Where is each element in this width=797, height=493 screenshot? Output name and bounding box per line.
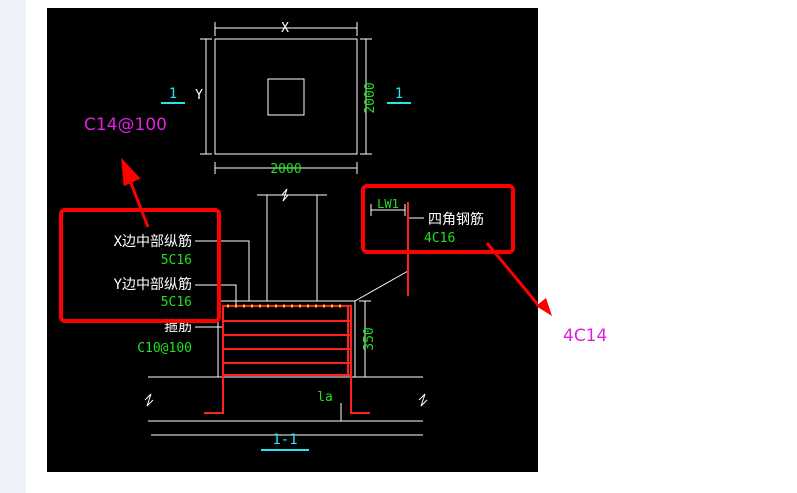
highlight-box-right — [361, 184, 515, 254]
section-view — [144, 188, 428, 436]
footing-outline — [217, 300, 356, 378]
section-title: 1-1 — [272, 432, 297, 448]
plan-y-label: Y — [195, 88, 203, 103]
annotation-arrows — [121, 157, 538, 307]
plan-view — [200, 22, 372, 174]
plan-outline — [214, 38, 358, 155]
y-middle-bars-value: 5C16 — [161, 295, 192, 310]
arrow-head-top — [121, 157, 141, 187]
top-callout-text: C14@100 — [84, 115, 167, 135]
anchor-la-label: la — [317, 390, 333, 405]
plan-height-dim: 2000 — [363, 82, 378, 113]
rebar-right-hook — [350, 305, 370, 414]
cad-drawing-panel: X Y 2000 2000 1 1 — [47, 8, 538, 472]
cad-drawing: X Y 2000 2000 1 1 — [59, 21, 538, 451]
lw-label: LW1 — [377, 197, 399, 211]
arrow-to-right-callout — [485, 242, 538, 307]
left-sidebar-strip — [0, 0, 26, 493]
x-middle-bars-value: 5C16 — [161, 253, 192, 268]
y-bars-leader — [195, 284, 237, 306]
corner-bars-label: 四角钢筋 — [428, 211, 484, 228]
rebar-group — [204, 202, 409, 414]
arrow-to-top-callout — [127, 177, 150, 228]
rebar-left-hook — [204, 305, 224, 414]
section-mark-left: 1 — [169, 86, 177, 102]
x-bars-leader — [195, 240, 250, 301]
column-outline — [267, 78, 305, 116]
plan-width-dim: 2000 — [270, 162, 301, 177]
section-mark-right: 1 — [395, 86, 403, 102]
x-middle-bars-label: X边中部纵筋 — [114, 233, 192, 250]
plan-x-label: X — [281, 21, 289, 36]
stirrup-value: C10@100 — [137, 341, 192, 356]
height-dim-350: 350 — [362, 327, 377, 350]
right-callout-text: 4C14 — [563, 326, 608, 346]
arrow-head-right — [536, 298, 552, 316]
corner-bars-value: 4C16 — [424, 231, 455, 246]
highlight-box-left — [59, 208, 221, 323]
y-middle-bars-label: Y边中部纵筋 — [114, 276, 192, 293]
